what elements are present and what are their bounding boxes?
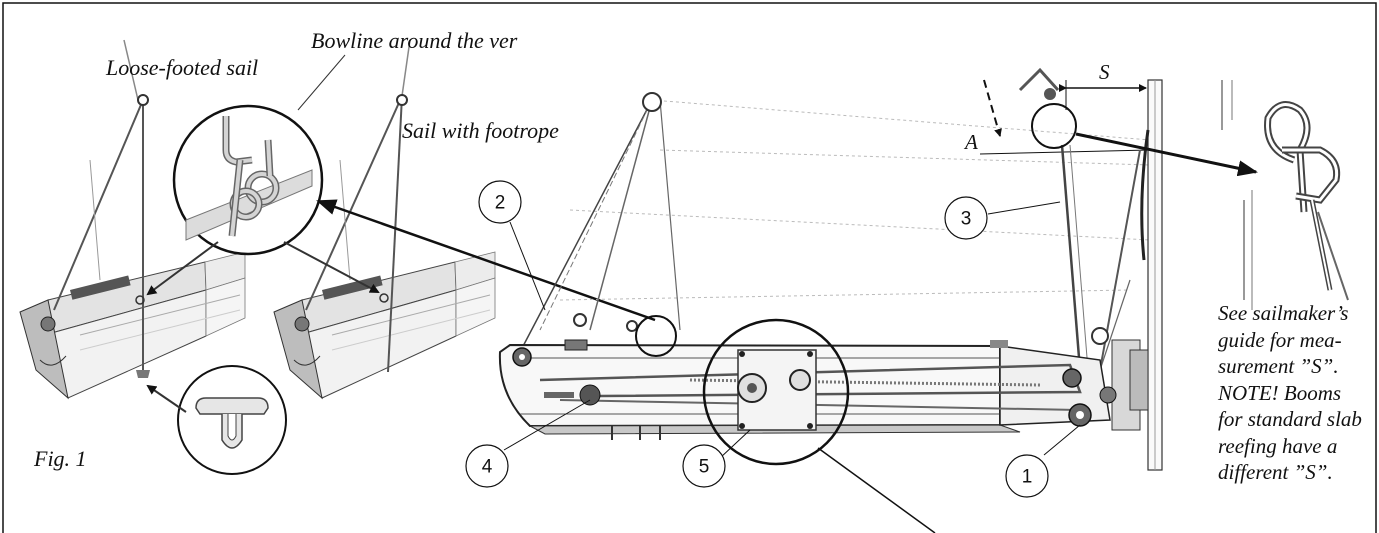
- boom-bowline-marker: [635, 315, 677, 357]
- callout-4-label: 4: [482, 457, 493, 478]
- callout-4: 4: [465, 399, 591, 488]
- long-arrow-to-bowline: [316, 199, 656, 322]
- bowline-detail-circle: [172, 104, 324, 256]
- arrow-to-knot-detail: [1075, 132, 1258, 177]
- footrope-label: Sail with footrope: [402, 118, 559, 143]
- boom-left-illustration: [19, 39, 246, 400]
- leader-to-hook: [146, 384, 187, 413]
- dimension-a-label: A: [963, 130, 978, 154]
- boom-middle-illustration: [273, 39, 496, 400]
- furling-gear-detail: [702, 318, 850, 466]
- leader-off-figure: [817, 447, 936, 533]
- callout-5: 5: [682, 429, 751, 488]
- leader-to-left-boom: [146, 241, 219, 296]
- sailmaker-note: See sailmaker’s guide for mea- surement …: [1218, 301, 1362, 484]
- callout-5-label: 5: [699, 457, 710, 478]
- dimension-s-label: S: [1099, 60, 1110, 84]
- bowline-label: Bowline around the ver: [311, 28, 518, 53]
- figure-number: Fig. 1: [33, 446, 87, 471]
- callout-1: 1: [1005, 424, 1081, 498]
- sail-and-rigging: [519, 67, 1151, 371]
- loose-footed-label: Loose-footed sail: [105, 55, 258, 80]
- callout-2: 2: [478, 180, 546, 311]
- boom-right-illustration: [498, 313, 1117, 440]
- leader-to-middle-boom: [283, 241, 380, 293]
- dimension-a-arrow: [983, 79, 1002, 137]
- callout-3: 3: [944, 196, 1061, 240]
- hook-detail-circle: [177, 365, 287, 475]
- clew-detail-circle: [1031, 103, 1077, 149]
- mast: [1111, 79, 1163, 471]
- callout-3-label: 3: [961, 209, 972, 230]
- knot-detail-illustration: [1221, 80, 1349, 310]
- leader-bowline-label: [297, 54, 346, 111]
- callout-2-label: 2: [495, 193, 506, 214]
- callout-1-label: 1: [1022, 467, 1033, 488]
